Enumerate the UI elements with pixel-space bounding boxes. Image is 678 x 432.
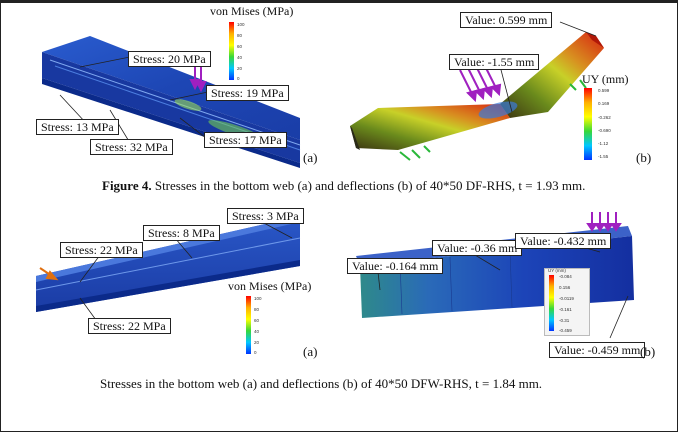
fig4a-callout: Stress: 32 MPa — [90, 139, 173, 155]
fig4a-tick: 100 — [237, 22, 245, 27]
fig4-caption-label: Figure 4. — [102, 178, 152, 193]
fig5a-colorbar — [246, 296, 251, 354]
fig5b-callout: Value: -0.459 mm — [549, 342, 646, 358]
fig4b-tick: -0.262 — [598, 115, 611, 120]
fig4b-tick: -0.690 — [598, 128, 611, 133]
fig4b-tick: -1.12 — [598, 141, 609, 146]
fig5a-tick: 0 — [254, 350, 257, 355]
fig5b-tick: -0.084 — [559, 274, 572, 279]
fig5a-legend-title: von Mises (MPa) — [228, 279, 312, 293]
fig5b-tick: -0.0119 — [559, 296, 574, 301]
fig5a-callout: Stress: 22 MPa — [88, 318, 171, 334]
fig4a-tick: 0 — [237, 76, 240, 81]
fig5a-callout: Stress: 8 MPa — [143, 225, 220, 241]
fig4a-tick: 80 — [237, 33, 243, 38]
fig4a-callout: Stress: 13 MPa — [36, 119, 119, 135]
fig4b-colorbar — [584, 88, 592, 160]
fig5b-tick: 0.156 — [559, 285, 571, 290]
fig4b-callout: Value: 0.599 mm — [460, 12, 553, 28]
fig5-caption: Stresses in the bottom web (a) and defle… — [100, 376, 542, 392]
fig4-caption-text: Stresses in the bottom web (a) and defle… — [151, 178, 586, 193]
fig5b-tick: -0.459 — [559, 328, 572, 333]
fig5b-panel-label: (b) — [640, 344, 656, 359]
fig4a-callout: Stress: 19 MPa — [206, 85, 289, 101]
fig5a-tick: 60 — [254, 318, 260, 323]
fig5a-tick: 100 — [254, 296, 262, 301]
fig5a-panel-label: (a) — [303, 344, 318, 359]
fig4b-tick: 0.169 — [598, 101, 610, 106]
fig4a-callout: Stress: 17 MPa — [204, 132, 287, 148]
fig5b-tick: -0.161 — [559, 307, 572, 312]
fig5a-tick: 40 — [254, 329, 260, 334]
fig5a-callout: Stress: 3 MPa — [227, 208, 304, 224]
fig4a-legend-title: von Mises (MPa) — [210, 4, 294, 18]
fig4a-panel-label: (a) — [303, 150, 318, 165]
fig5-caption-text: Stresses in the bottom web (a) and defle… — [100, 376, 543, 391]
fig5b-tick: -0.31 — [559, 318, 570, 323]
fig5b-callout: Value: -0.36 mm — [432, 240, 523, 256]
fig4b-legend-title: UY (mm) — [582, 72, 629, 86]
frame-top-border — [0, 0, 678, 3]
fig5b-colorbar — [549, 275, 554, 331]
fig5a-tick: 20 — [254, 340, 260, 345]
fig5b-callout: Value: -0.432 mm — [515, 233, 612, 249]
fig4-caption: Figure 4. Stresses in the bottom web (a)… — [102, 178, 585, 194]
fig4b-tick: 0.599 — [598, 88, 610, 93]
fig4a-colorbar — [229, 22, 234, 80]
fig5a-tick: 80 — [254, 307, 260, 312]
fig4a-tick: 60 — [237, 44, 243, 49]
fig4a-callout: Stress: 20 MPa — [128, 51, 211, 67]
fig5b-legend-title: UY (mm) — [548, 268, 566, 273]
fig5a-callout: Stress: 22 MPa — [60, 242, 143, 258]
fig4b-callout: Value: -1.55 mm — [449, 54, 540, 70]
fig4a-tick: 20 — [237, 66, 243, 71]
fig4a-tick: 40 — [237, 55, 243, 60]
fig4b-tick: -1.55 — [598, 154, 609, 159]
fig5b-callout: Value: -0.164 mm — [347, 258, 444, 274]
fig4b-panel-label: (b) — [636, 150, 652, 165]
